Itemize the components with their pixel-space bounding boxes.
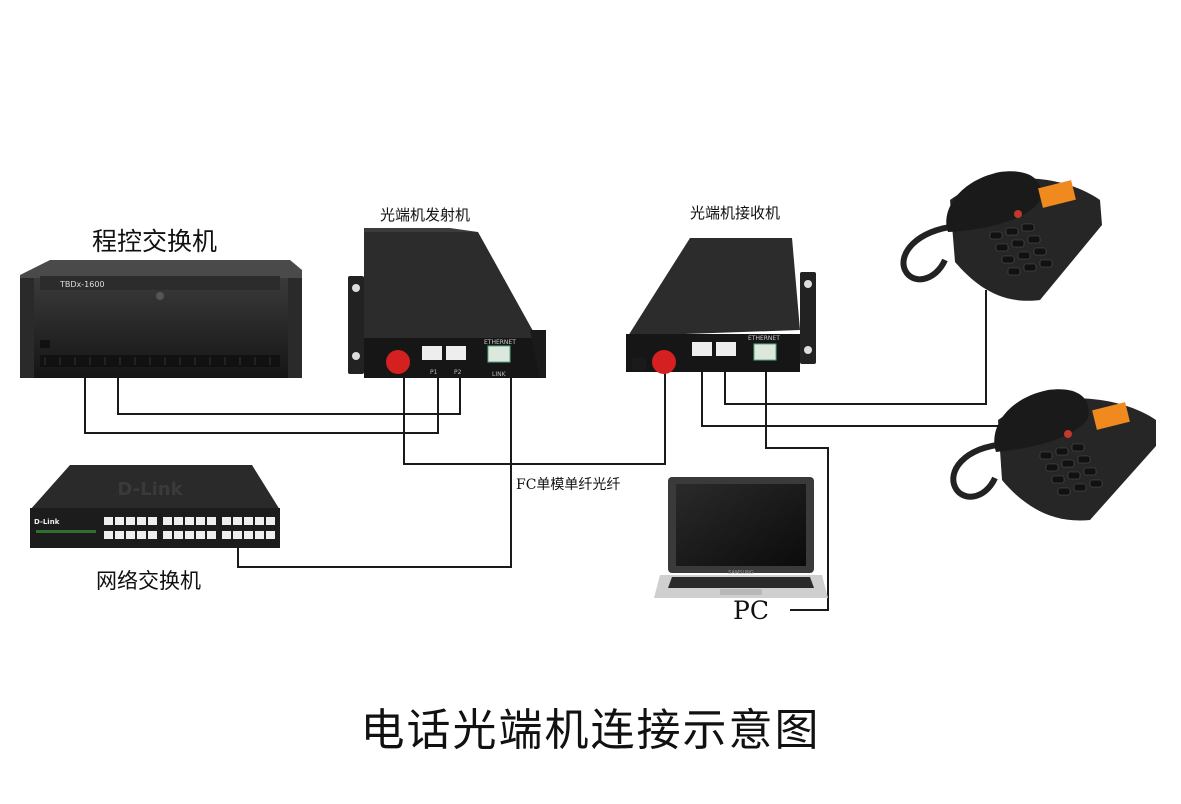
port-p1-text: P1 [430, 369, 438, 376]
phone-2 [950, 389, 1156, 521]
network-switch: D-Link D-Link [30, 465, 280, 548]
pbx-device: TBDx-1600 [20, 260, 302, 378]
wire-rx-link-to-pc [765, 355, 829, 611]
switch-top-logo: D-Link [117, 479, 183, 500]
switch-ports [104, 517, 275, 539]
port-p1-tx [422, 346, 442, 360]
switch-front-logo: D-Link [34, 518, 60, 526]
fiber-label: FC单模单纤光纤 [516, 477, 621, 493]
wire-pbx-to-p1 [84, 350, 439, 434]
ethernet-port-rx [753, 343, 777, 361]
pbx-model-text: TBDx-1600 [59, 280, 105, 289]
ethernet-text-rx: ETHERNET [748, 335, 780, 342]
optical-transmitter: P1 P2 ETHERNET LINK [348, 228, 546, 378]
phone-2-display [1092, 402, 1130, 430]
phone-1 [900, 171, 1102, 301]
port-p2-text: P2 [454, 369, 462, 376]
port-p2-tx [446, 346, 466, 360]
fiber-connector-tx [386, 350, 410, 374]
wire-pbx-to-p2 [117, 350, 461, 415]
transmitter-label: 光端机发射机 [380, 206, 471, 224]
diagram-title: 电话光端机连接示意图 [360, 705, 821, 756]
ethernet-port-tx [487, 345, 511, 363]
ethernet-text-tx: ETHERNET [484, 339, 516, 346]
phone-1-display [1038, 180, 1076, 208]
link-text-tx: LINK [492, 371, 507, 378]
optical-receiver: ETHERNET [626, 238, 816, 374]
connection-wires [84, 290, 1041, 611]
pc-label: PC [733, 596, 769, 625]
wire-switch-to-tx-link [237, 353, 512, 568]
wire-fiber [403, 372, 666, 465]
receiver-label: 光端机接收机 [690, 204, 781, 222]
port-p2-rx [716, 342, 736, 356]
wire-rx-p2-to-phone1 [724, 290, 987, 405]
network-switch-label: 网络交换机 [96, 569, 201, 593]
fiber-connector-rx [652, 350, 676, 374]
laptop-brand-text: SAMSUNG [728, 570, 754, 576]
port-p1-rx [692, 342, 712, 356]
pbx-label: 程控交换机 [92, 227, 218, 256]
pc-laptop: SAMSUNG [654, 477, 828, 598]
